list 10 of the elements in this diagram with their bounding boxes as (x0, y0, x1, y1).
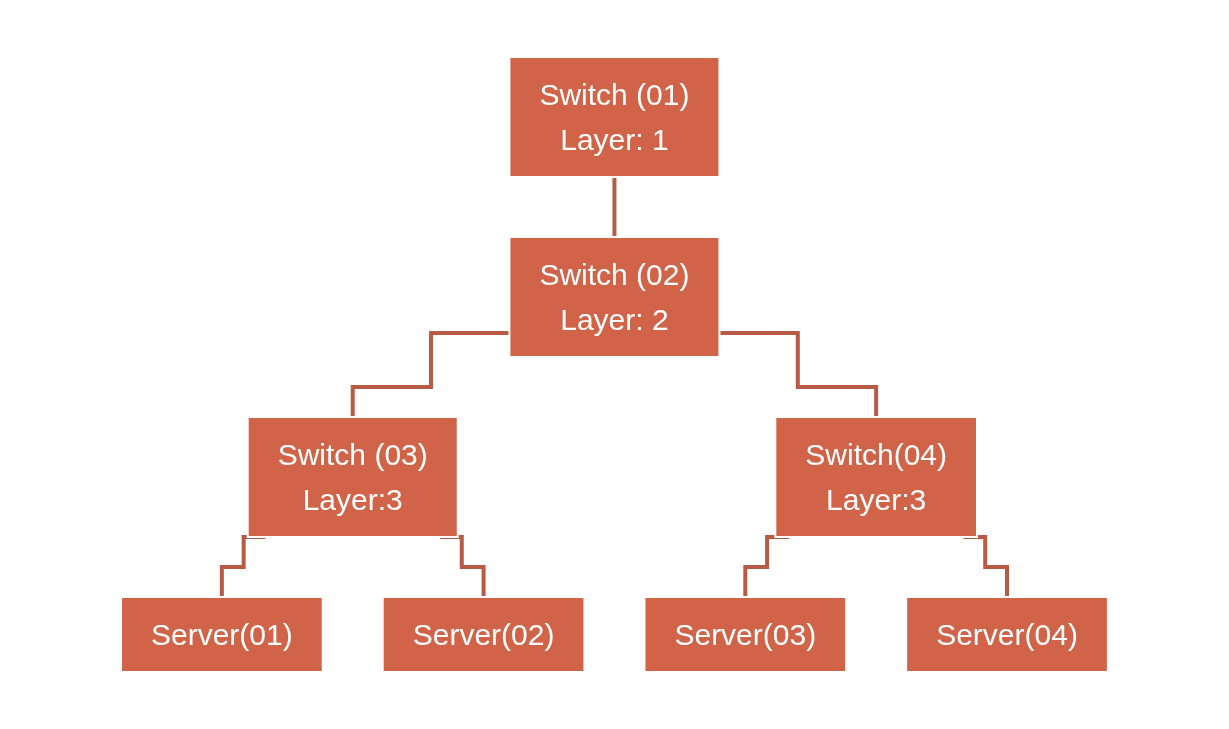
node-box: Server(03) (643, 596, 848, 673)
node-box: Switch (03) Layer:3 (246, 416, 459, 538)
node-box: Switch (01) Layer: 1 (508, 56, 721, 178)
node-box: Server(02) (381, 596, 586, 673)
node-box: Server(04) (905, 596, 1109, 673)
node-box: Server(01) (120, 596, 324, 673)
connector (350, 331, 510, 419)
node-box: Switch(04) Layer:3 (774, 416, 979, 538)
node-box: Switch (02) Layer: 2 (508, 236, 721, 358)
connector (719, 331, 879, 419)
